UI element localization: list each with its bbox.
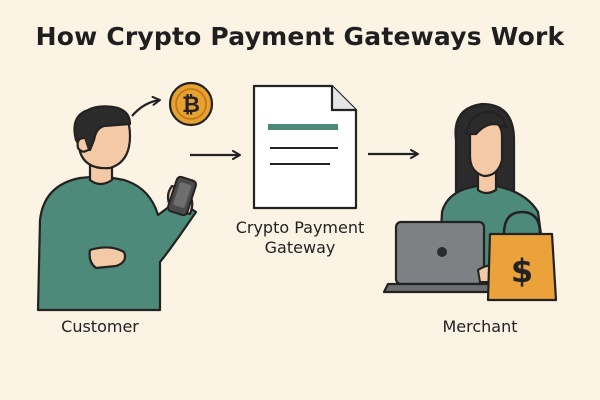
coin-symbol: ₿ [182,93,200,118]
document-icon [252,84,358,210]
gateway-label-line2: Gateway [264,238,336,257]
diagram-title: How Crypto Payment Gateways Work [35,22,565,51]
smartphone-icon [166,175,198,217]
gateway-label: Crypto Payment Gateway [200,218,400,258]
bag-symbol: $ [511,252,533,290]
customer-label: Customer [61,317,139,336]
laptop-icon [382,220,498,294]
gateway-label-line1: Crypto Payment [235,218,365,237]
merchant-label: Merchant [442,317,518,336]
shopping-bag-icon: $ [486,210,558,302]
arrow-to-coin [131,95,161,117]
customer-figure [36,105,198,312]
bitcoin-coin-icon: ₿ [168,81,214,127]
